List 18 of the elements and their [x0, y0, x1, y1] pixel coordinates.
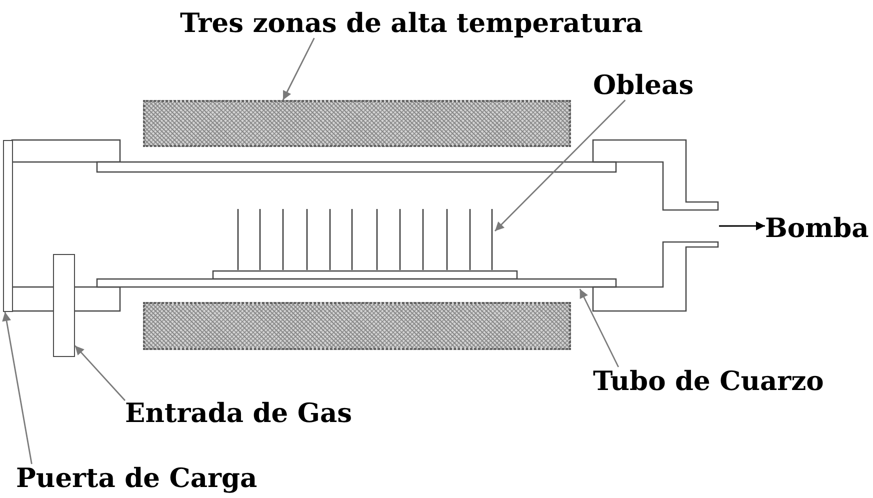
arrow: [719, 221, 765, 230]
leader-line: [2, 312, 32, 464]
end-cap: [592, 139, 719, 312]
part-label: Tres zonas de alta temperatura: [180, 9, 643, 38]
heater-block: [143, 100, 571, 147]
leader-line: [579, 288, 620, 368]
heater-block: [143, 302, 571, 350]
leader-line: [282, 38, 315, 100]
part-label: Entrada de Gas: [125, 399, 352, 428]
part-label: Bomba: [765, 214, 869, 244]
part-label: Obleas: [593, 71, 694, 100]
gas-inlet: [53, 254, 75, 357]
quartz-tube: [96, 161, 618, 289]
leader-line: [74, 345, 126, 401]
load-door: [3, 140, 13, 312]
leader-line: [494, 100, 626, 232]
part-label: Tubo de Cuarzo: [593, 367, 824, 396]
part-label: Puerta de Carga: [16, 464, 258, 494]
